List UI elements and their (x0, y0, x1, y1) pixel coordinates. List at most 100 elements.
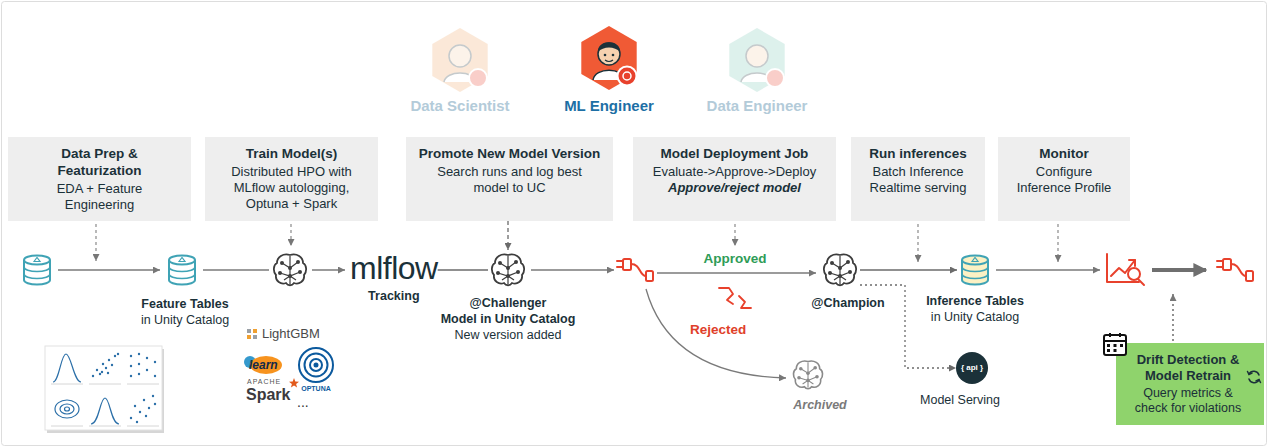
database-icon (179, 258, 185, 262)
lightgbm-mark (247, 329, 257, 339)
process-box: Promote New Model VersionSearch runs and… (406, 137, 613, 221)
brain-icon (848, 270, 852, 274)
optuna-mark (305, 354, 328, 377)
database-icon (962, 256, 988, 265)
brain-icon (488, 250, 528, 290)
library-name: learn (249, 358, 278, 372)
node-heading: Model Deployment Job (643, 145, 826, 162)
node-heading: @Champion (811, 295, 884, 311)
calendar-icon (1107, 344, 1110, 347)
data-scientist-icon (432, 28, 487, 92)
database-icon (972, 258, 978, 262)
eda-thumbnail (130, 417, 132, 419)
eda-thumbnail (136, 421, 138, 423)
persona-label: Data Scientist (410, 97, 509, 114)
retrain-cycle-icon (1248, 372, 1253, 375)
calendar-icon (1114, 349, 1117, 352)
node-heading: Promote New Model Version (416, 145, 603, 162)
retrain-cycle-icon (1248, 371, 1261, 383)
eda-thumbnail (55, 400, 79, 418)
node-caption: @Champion (811, 295, 884, 311)
training-brain-icon (280, 256, 300, 284)
brain-icon (496, 271, 500, 275)
node-text: Tracking (368, 288, 419, 304)
deploy-pipeline-icon (623, 259, 631, 270)
brain-icon (824, 254, 856, 285)
calendar-icon (1104, 333, 1126, 341)
node-text: Approve/reject model (643, 180, 826, 196)
flow-lines (996, 269, 1100, 270)
persona-label: ML Engineer (564, 97, 654, 114)
sklearn-mark (244, 356, 282, 374)
deploy-pipeline-icon (646, 271, 653, 281)
brain-icon (793, 361, 822, 389)
retrain-pipeline-icon (1217, 259, 1253, 281)
node-caption: Model Serving (920, 392, 1000, 408)
source-database-icon (34, 258, 40, 262)
optuna-mark (310, 359, 322, 371)
node-text: Query metrics & check for violations (1130, 386, 1246, 416)
calendar-icon (1107, 349, 1110, 352)
process-box: Train Model(s)Distributed HPO with MLflo… (205, 137, 378, 221)
ml-engineer-icon (604, 54, 607, 57)
eda-thumbnail (154, 361, 156, 363)
ml-engineer-icon (581, 26, 636, 90)
brain-icon (496, 260, 520, 278)
flow-lines (58, 269, 160, 270)
brain-icon (815, 375, 819, 379)
monitor-icon (1107, 254, 1144, 285)
ml-engineer-icon (605, 60, 613, 62)
connector (860, 269, 957, 270)
node-text: Configure Inference Profile (1010, 164, 1118, 196)
brain-icon (806, 379, 810, 383)
database-icon (169, 267, 195, 279)
flow-lines (58, 270, 1100, 378)
eda-thumbnail (154, 403, 156, 405)
retrain-pipeline-icon (1231, 264, 1246, 276)
eda-thumbnail (107, 372, 109, 374)
node-heading: @Challenger (441, 295, 576, 311)
data-engineer-icon (729, 28, 784, 92)
eda-thumbnail (111, 364, 113, 366)
library-name: OPTUNA (301, 385, 331, 392)
ml-engineer-icon (598, 43, 620, 65)
retrain-arrow (1152, 268, 1206, 272)
deploy-pipeline-icon (631, 264, 646, 276)
data-engineer-icon (729, 28, 784, 92)
inference-table-node: Inference Tablesin Unity Catalog (957, 252, 993, 288)
process-box: Run inferencesBatch Inference Realtime s… (851, 137, 985, 221)
node-heading: Inference Tables (926, 293, 1024, 309)
feature-table-node: Feature Tablesin Unity Catalog (164, 252, 200, 288)
node-caption: Archived (793, 397, 847, 413)
lightgbm-mark (247, 329, 251, 333)
data-engineer-icon (766, 69, 784, 87)
brain-icon (828, 271, 832, 275)
process-box: Data Prep & FeaturizationEDA + Feature E… (8, 137, 191, 221)
eda-thumbnail (108, 359, 110, 361)
eda-thumbnail (105, 367, 107, 369)
connector (507, 221, 508, 250)
brain-icon (813, 366, 817, 370)
brain-icon (830, 261, 834, 265)
brain-icon (506, 274, 510, 278)
node-heading: Feature Tables (141, 296, 229, 312)
flow-lines (531, 269, 614, 270)
node-text: Distributed HPO with MLflow autologging,… (222, 164, 362, 212)
node-heading: Monitor (1008, 145, 1120, 162)
monitor-icon (1129, 260, 1135, 266)
eda-thumbnail (130, 375, 132, 377)
eda-thumbnail (134, 405, 136, 407)
brain-icon (828, 260, 852, 278)
training-brain-icon (278, 271, 282, 275)
eda-thumbnail (130, 355, 132, 357)
data-scientist-icon (449, 45, 471, 67)
library-name: Spark (246, 386, 290, 404)
model-node: @ChallengerModel in Unity CatalogNew ver… (488, 250, 528, 290)
eda-thumbnail (99, 373, 101, 375)
retrain-cycle-icon (1246, 369, 1262, 385)
database-icon (957, 252, 993, 288)
node-heading: { api } (956, 352, 988, 384)
brain-icon (492, 254, 524, 285)
source-database-icon (24, 256, 50, 285)
